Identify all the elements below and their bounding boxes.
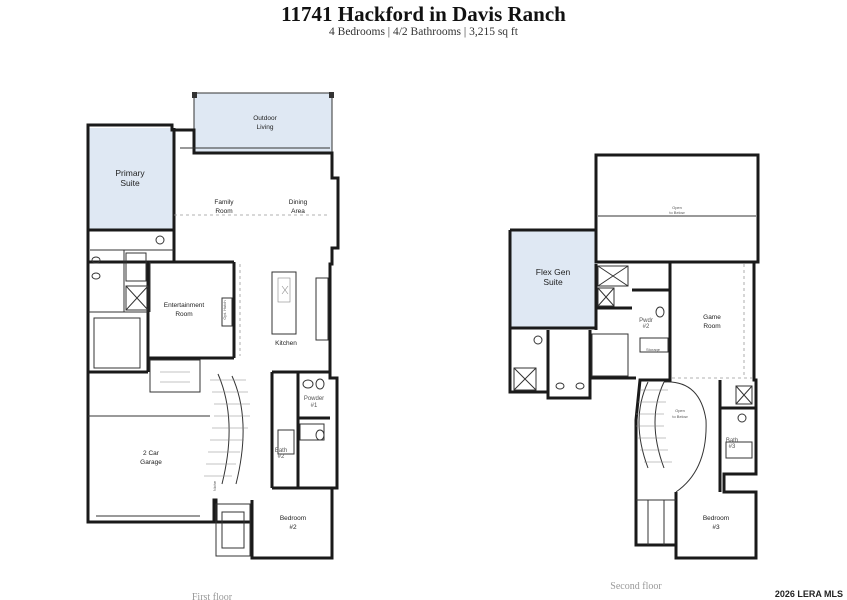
primary-suite-label-2: Suite [120, 178, 140, 188]
primary-suite-label-1: Primary [115, 168, 145, 178]
second-floor-plan: Open to Below Flex Gen Suite Pwdr #2 Sto… [508, 153, 760, 592]
open-below-top-label-1: Open [672, 205, 682, 210]
open-below-stairs-label-2: to Below [672, 414, 687, 419]
first-floor-plan: Outdoor Living Primary Suite Family Room… [86, 92, 340, 600]
flex-gen-suite-label-1: Flex Gen [536, 267, 571, 277]
bedroom3-label-1: Bedroom [703, 515, 729, 522]
powder-label-2: #1 [311, 403, 318, 409]
outdoor-living-label-1: Outdoor [253, 115, 277, 122]
open-below-stairs-label-1: Open [675, 408, 685, 413]
bath3-label-1: Bath [726, 438, 738, 444]
pwdr2-label-1: Pwdr [639, 318, 653, 324]
pwdr2-label-2: #2 [643, 324, 650, 330]
second-floor-label: Second floor [610, 581, 662, 592]
primary-suite-area [88, 128, 174, 230]
bedroom2-label-1: Bedroom [280, 515, 306, 522]
game-room-label-1: Game [703, 314, 721, 321]
flex-gen-suite-label-2: Suite [543, 277, 563, 287]
entertainment-room-label-1: Entertainment [164, 302, 205, 309]
page-subtitle: 4 Bedrooms | 4/2 Bathrooms | 3,215 sq ft [329, 26, 518, 38]
family-room-label-2: Room [215, 208, 232, 215]
bedroom3-label-2: #3 [712, 524, 720, 531]
dining-area-label-1: Dining [289, 199, 308, 206]
open-below-top-label-2: to Below [669, 210, 684, 215]
outdoor-living-label-2: Living [257, 124, 274, 131]
mls-watermark: 2026 LERA MLS [774, 589, 843, 599]
family-room-label-1: Family [214, 199, 234, 206]
page-title: 11741 Hackford in Davis Ranch [281, 2, 566, 26]
flex-gen-suite-area [510, 230, 596, 328]
entertainment-room-label-2: Room [175, 311, 192, 318]
dining-area-label-2: Area [291, 208, 305, 215]
bedroom2-label-2: #2 [289, 524, 297, 531]
bath2-label-1: Bath [275, 448, 287, 454]
garage-label-1: 2 Car [143, 450, 160, 457]
game-room-label-2: Room [703, 323, 720, 330]
storage-label: Storage [646, 347, 661, 352]
outdoor-living-area [194, 93, 332, 153]
garage-label-2: Garage [140, 459, 162, 466]
bath2-label-2: #2 [278, 454, 285, 460]
powder-label-1: Powder [304, 396, 324, 402]
first-floor-label: First floor [192, 592, 233, 600]
opt-hutch-label: Opt. Hutch [222, 300, 227, 319]
bath3-label-2: #3 [729, 444, 736, 450]
niche-label: Niche [212, 480, 217, 491]
kitchen-label: Kitchen [275, 340, 297, 347]
